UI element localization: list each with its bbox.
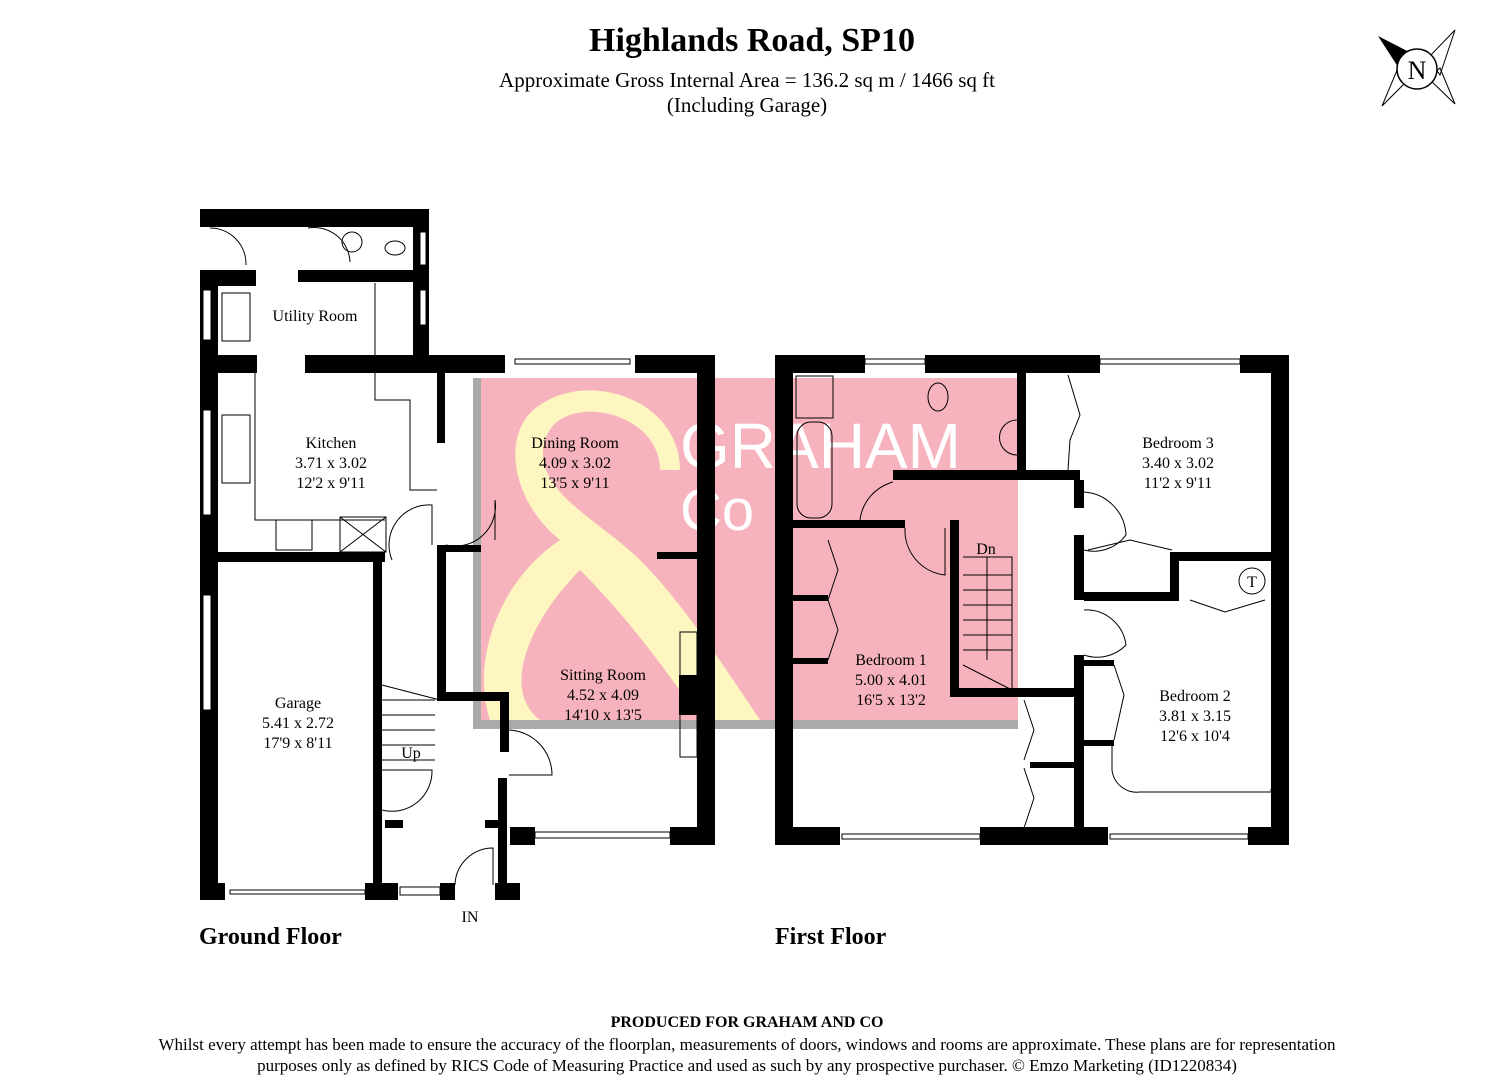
first-floor-windows (841, 358, 1249, 840)
disclaimer-line-2: purposes only as defined by RICS Code of… (257, 1056, 1237, 1075)
room-utility-name: Utility Room (273, 308, 358, 325)
tank-label: T (1247, 574, 1257, 591)
room-bedroom3-name: Bedroom 3 (1142, 435, 1214, 452)
page-title: Highlands Road, SP10 (589, 22, 915, 59)
room-bedroom3-imperial: 11'2 x 9'11 (1144, 475, 1213, 492)
svg-text:Co: Co (680, 478, 754, 543)
room-kitchen-name: Kitchen (306, 435, 357, 452)
first-floor-walls (775, 355, 1289, 845)
room-bedroom2-metric: 3.81 x 3.15 (1159, 708, 1231, 725)
room-bedroom2-name: Bedroom 2 (1159, 688, 1231, 705)
compass-label: N (1408, 56, 1427, 85)
room-dining-imperial: 13'5 x 9'11 (540, 475, 609, 492)
area-note: (Including Garage) (666, 93, 828, 117)
room-bedroom1-metric: 5.00 x 4.01 (855, 672, 927, 689)
ground-floor-label: Ground Floor (199, 924, 342, 950)
room-garage-name: Garage (275, 695, 321, 712)
room-bedroom1-name: Bedroom 1 (855, 652, 927, 669)
first-floor-fixtures (795, 374, 1271, 829)
room-sitting-metric: 4.52 x 4.09 (567, 687, 639, 704)
room-kitchen-metric: 3.71 x 3.02 (295, 455, 367, 472)
north-compass-icon: N (1378, 29, 1456, 107)
room-bedroom1-imperial: 16'5 x 13'2 (856, 692, 926, 709)
ground-floor-windows (202, 231, 671, 896)
room-sitting-name: Sitting Room (560, 667, 646, 684)
gross-area: Approximate Gross Internal Area = 136.2 … (499, 68, 995, 92)
watermark-logo: GRAHAM Co (473, 378, 1018, 729)
room-dining-metric: 4.09 x 3.02 (539, 455, 611, 472)
stairs-down-label: Dn (976, 541, 996, 558)
first-floor-label: First Floor (775, 924, 887, 950)
room-sitting-imperial: 14'10 x 13'5 (564, 707, 642, 724)
disclaimer-line-1: Whilst every attempt has been made to en… (158, 1035, 1336, 1054)
stairs-up-label: Up (401, 745, 421, 762)
ground-floor-fixtures (209, 227, 698, 886)
produced-for: PRODUCED FOR GRAHAM AND CO (610, 1014, 884, 1031)
room-dining-name: Dining Room (531, 435, 619, 452)
room-kitchen-imperial: 12'2 x 9'11 (296, 475, 365, 492)
room-bedroom2-imperial: 12'6 x 10'4 (1160, 728, 1230, 745)
room-garage-imperial: 17'9 x 8'11 (263, 735, 332, 752)
entrance-label: IN (462, 909, 479, 926)
room-bedroom3-metric: 3.40 x 3.02 (1142, 455, 1214, 472)
room-garage-metric: 5.41 x 2.72 (262, 715, 334, 732)
